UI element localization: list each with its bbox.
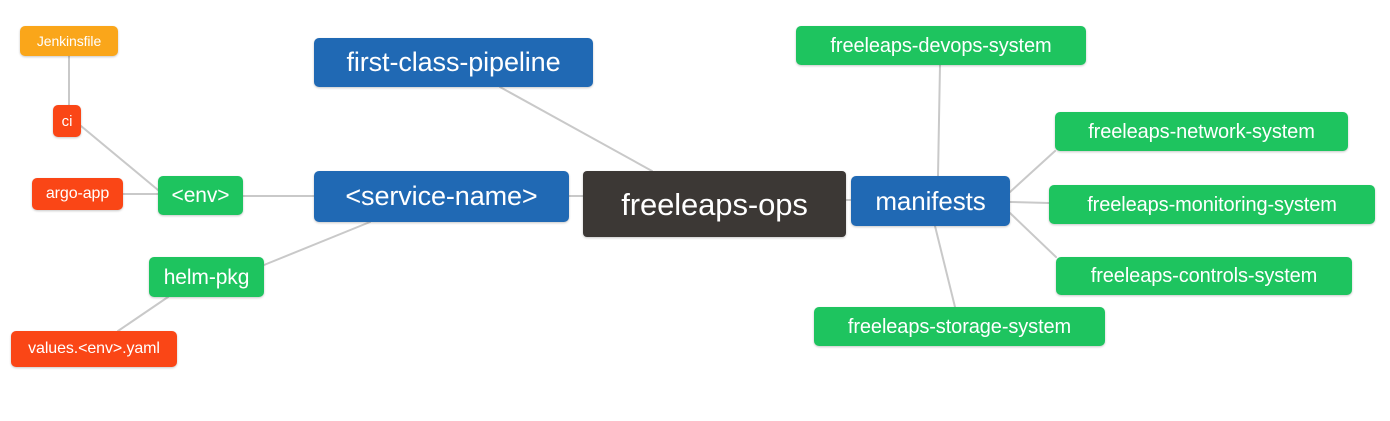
node-argo-app[interactable]: argo-app (32, 178, 123, 210)
node-ci[interactable]: ci (53, 105, 81, 137)
node-env[interactable]: <env> (158, 176, 243, 215)
node-label: values.<env>.yaml (28, 340, 160, 357)
edge-values-yaml-to-helm-pkg (117, 296, 169, 332)
node-freeleaps-monitoring-system[interactable]: freeleaps-monitoring-system (1049, 185, 1375, 224)
edge-helm-pkg-to-service-name (263, 221, 371, 266)
node-label: argo-app (45, 185, 110, 202)
node-label: <service-name> (345, 181, 538, 211)
node-label: freeleaps-network-system (1088, 120, 1315, 143)
node-label: freeleaps-ops (621, 186, 808, 222)
node-first-class-pipeline[interactable]: first-class-pipeline (314, 38, 593, 87)
node-service-name[interactable]: <service-name> (314, 171, 569, 222)
node-label: Jenkinsfile (36, 33, 102, 49)
node-label: freeleaps-controls-system (1090, 265, 1318, 287)
node-label: helm-pkg (163, 265, 250, 289)
node-helm-pkg[interactable]: helm-pkg (149, 257, 264, 297)
edge-manifests-to-freeleaps-devops-system (937, 64, 941, 177)
edge-first-class-pipeline-to-freeleaps-ops (499, 86, 653, 172)
node-label: first-class-pipeline (346, 47, 561, 77)
node-label: freeleaps-devops-system (830, 34, 1052, 57)
node-label: freeleaps-storage-system (847, 315, 1072, 338)
edge-manifests-to-freeleaps-network-system (1009, 150, 1056, 193)
node-freeleaps-ops[interactable]: freeleaps-ops (583, 171, 846, 237)
node-values-yaml[interactable]: values.<env>.yaml (11, 331, 177, 367)
node-label: <env> (171, 184, 230, 207)
edge-manifests-to-freeleaps-monitoring-system (1009, 201, 1050, 204)
node-freeleaps-controls-system[interactable]: freeleaps-controls-system (1056, 257, 1352, 295)
node-label: freeleaps-monitoring-system (1087, 193, 1337, 216)
edge-manifests-to-freeleaps-storage-system (934, 225, 956, 308)
node-manifests[interactable]: manifests (851, 176, 1010, 226)
node-label: manifests (875, 186, 986, 216)
node-freeleaps-storage-system[interactable]: freeleaps-storage-system (814, 307, 1105, 346)
node-freeleaps-network-system[interactable]: freeleaps-network-system (1055, 112, 1348, 151)
node-freeleaps-devops-system[interactable]: freeleaps-devops-system (796, 26, 1086, 65)
node-label: ci (61, 112, 73, 130)
node-jenkinsfile[interactable]: Jenkinsfile (20, 26, 118, 56)
